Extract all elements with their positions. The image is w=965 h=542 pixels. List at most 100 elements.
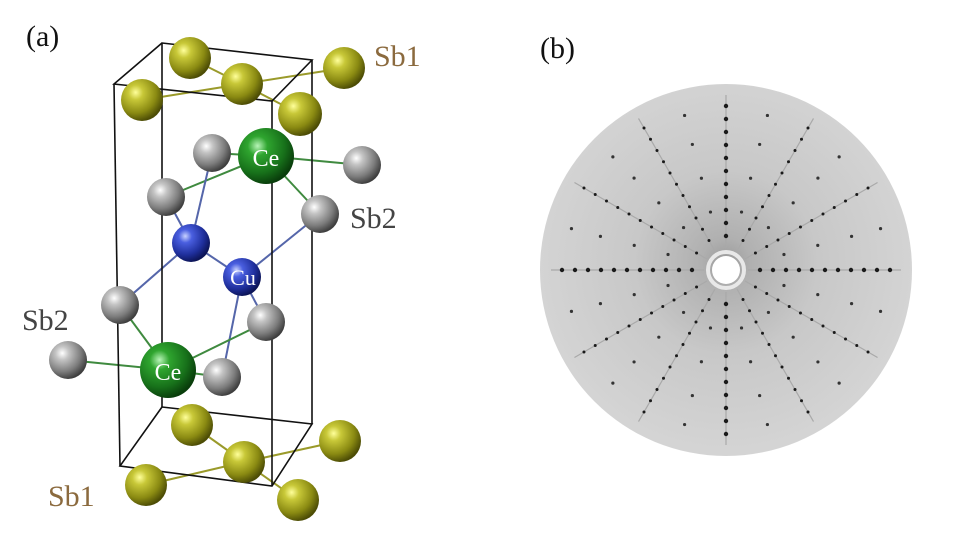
laue-spot bbox=[666, 252, 670, 257]
laue-spot bbox=[688, 205, 691, 209]
laue-spot bbox=[701, 227, 704, 231]
sb2-atom bbox=[203, 358, 241, 396]
laue-spot bbox=[761, 205, 764, 209]
laue-spot bbox=[793, 148, 797, 152]
laue-spot bbox=[791, 201, 795, 205]
sb1-atom bbox=[221, 63, 263, 105]
laue-spot bbox=[675, 182, 678, 186]
sb1-atom bbox=[277, 479, 319, 521]
laue-spot bbox=[798, 225, 802, 229]
laue-spot bbox=[758, 142, 762, 147]
laue-spot bbox=[761, 331, 764, 335]
laue-spot bbox=[774, 182, 777, 186]
laue-spot bbox=[748, 309, 751, 313]
laue-spot bbox=[723, 418, 729, 424]
laue-spot bbox=[765, 113, 770, 118]
cu-label: Cu bbox=[230, 265, 256, 290]
laue-spot bbox=[675, 354, 678, 358]
sb2-atom bbox=[301, 195, 339, 233]
laue-spots bbox=[559, 103, 893, 437]
laue-spot bbox=[699, 360, 704, 364]
laue-spot bbox=[723, 233, 729, 239]
laue-spot bbox=[650, 225, 654, 229]
atoms bbox=[49, 37, 381, 521]
sb1-atom bbox=[121, 79, 163, 121]
laue-spot bbox=[627, 324, 631, 328]
laue-spot bbox=[694, 216, 698, 220]
laue-spot bbox=[861, 267, 867, 273]
sb2-atom bbox=[343, 146, 381, 184]
laue-spot bbox=[816, 292, 820, 297]
laue-spot bbox=[598, 267, 604, 273]
laue-spot bbox=[806, 126, 810, 130]
laue-spot bbox=[593, 193, 597, 196]
laue-spot bbox=[748, 227, 751, 231]
laue-spot bbox=[837, 381, 841, 385]
laue-spot bbox=[681, 225, 686, 230]
sb1-atom bbox=[319, 420, 361, 462]
laue-spot bbox=[582, 350, 586, 354]
laue-spot bbox=[787, 376, 790, 380]
laue-spot bbox=[739, 210, 744, 214]
sb2-atom bbox=[101, 286, 139, 324]
laue-spot bbox=[723, 129, 729, 135]
ce-label-bottom: Ce bbox=[155, 360, 182, 386]
laue-spot bbox=[765, 245, 769, 248]
laue-spot bbox=[791, 335, 795, 339]
panel-label-a: (a) bbox=[26, 20, 60, 53]
laue-spot bbox=[767, 342, 771, 346]
laue-spot bbox=[793, 388, 797, 392]
laue-spot bbox=[598, 234, 603, 238]
laue-spot bbox=[699, 176, 704, 180]
laue-spot bbox=[855, 193, 859, 196]
laue-spot bbox=[810, 219, 814, 222]
laue-spot bbox=[739, 326, 744, 330]
sb1-atom bbox=[323, 47, 365, 89]
laue-spot bbox=[632, 360, 636, 364]
sb2-atom bbox=[147, 178, 185, 216]
laue-spot bbox=[661, 232, 665, 235]
laue-spot bbox=[694, 320, 698, 324]
sb1-atom bbox=[278, 92, 322, 136]
panel-label-b: (b) bbox=[540, 32, 575, 65]
laue-spot bbox=[672, 238, 676, 242]
laue-spot bbox=[849, 302, 854, 306]
laue-spot bbox=[672, 298, 676, 302]
laue-spot bbox=[787, 305, 791, 308]
laue-spot bbox=[624, 267, 630, 273]
laue-spot bbox=[723, 142, 729, 148]
laue-spot bbox=[649, 399, 652, 403]
laue-spot bbox=[837, 155, 841, 159]
laue-spot bbox=[723, 405, 729, 411]
laue-spot bbox=[776, 298, 780, 302]
laue-spot bbox=[782, 283, 786, 288]
laue-spot bbox=[723, 353, 729, 359]
sb1-atom bbox=[169, 37, 211, 79]
laue-spot bbox=[611, 381, 615, 385]
laue-spot bbox=[637, 267, 643, 273]
laue-spot bbox=[662, 376, 665, 380]
laue-spot bbox=[593, 344, 597, 347]
laue-spot bbox=[809, 267, 815, 273]
laue-spot bbox=[668, 365, 672, 369]
laue-spot bbox=[695, 251, 699, 255]
laue-spot bbox=[604, 337, 608, 341]
laue-spot bbox=[655, 148, 659, 152]
laue-spot bbox=[632, 292, 636, 297]
laue-spot bbox=[611, 267, 617, 273]
laue-spot bbox=[689, 267, 695, 273]
laue-spot bbox=[604, 199, 608, 203]
laue-spot bbox=[707, 297, 711, 301]
laue-spot bbox=[887, 267, 893, 273]
laue-spot bbox=[741, 239, 745, 243]
laue-spot bbox=[681, 342, 685, 346]
sb1-atom bbox=[223, 441, 265, 483]
laue-spot bbox=[695, 285, 699, 289]
laue-spot bbox=[655, 388, 659, 392]
laue-spot bbox=[723, 155, 729, 161]
laue-spot bbox=[849, 234, 854, 238]
sb1-label-top: Sb1 bbox=[374, 40, 421, 73]
laue-spot bbox=[650, 267, 656, 273]
laue-spot bbox=[683, 245, 687, 248]
laue-spot bbox=[662, 160, 665, 164]
